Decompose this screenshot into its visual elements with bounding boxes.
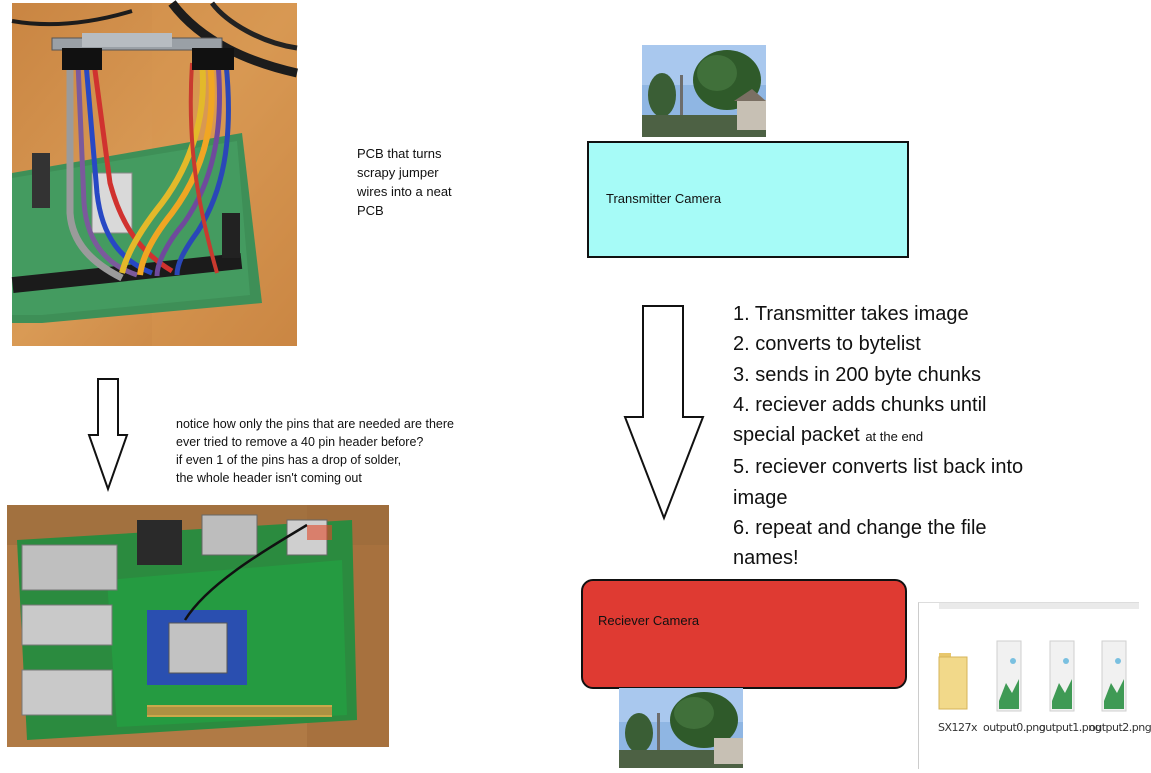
pin-note-line: the whole header isn't coming out bbox=[176, 471, 362, 485]
pin-note-line: notice how only the pins that are needed… bbox=[176, 417, 454, 431]
explorer-path-bar bbox=[939, 603, 1139, 609]
step-4-continued: special packet at the end bbox=[733, 420, 1133, 452]
step-4-special-packet: special packet bbox=[733, 424, 860, 447]
folder-icon[interactable] bbox=[938, 649, 968, 714]
jumper-wires-photo bbox=[11, 0, 298, 346]
transmitter-camera-label: Transmitter Camera bbox=[606, 191, 722, 206]
step-3: 3. sends in 200 byte chunks bbox=[733, 363, 981, 386]
transmitter-camera-box: Transmitter Camera bbox=[587, 141, 909, 258]
step-5-continued: image bbox=[733, 486, 788, 509]
down-arrow-left bbox=[87, 378, 129, 493]
step-6-continued: names! bbox=[733, 547, 799, 570]
image-file-icon[interactable] bbox=[1049, 640, 1075, 716]
file-label-output0: output0.png bbox=[983, 721, 1046, 734]
pcb-note-line: wires into a neat bbox=[357, 184, 452, 199]
file-label-sx127x: SX127x bbox=[938, 721, 978, 734]
pcb-note-line: PCB bbox=[357, 203, 384, 218]
custom-pcb-photo bbox=[7, 505, 389, 747]
received-image-photo bbox=[619, 688, 743, 768]
step-1: 1. Transmitter takes image bbox=[733, 303, 969, 325]
pcb-note-line: scrapy jumper bbox=[357, 165, 439, 180]
file-label-output2: output2.png bbox=[1089, 721, 1151, 734]
pcb-note: PCB that turns scrapy jumper wires into … bbox=[357, 144, 497, 220]
step-4: 4. reciever adds chunks until bbox=[733, 393, 987, 416]
image-file-icon[interactable] bbox=[996, 640, 1022, 716]
file-explorer-panel: SX127x output0.png output1.png output2.p… bbox=[918, 602, 1151, 769]
down-arrow-center bbox=[623, 305, 705, 521]
step-5: 5. reciever converts list back into bbox=[733, 456, 1024, 479]
step-4-at-the-end: at the end bbox=[865, 429, 924, 445]
file-label-output1: output1.png bbox=[1039, 721, 1102, 734]
pin-note: notice how only the pins that are needed… bbox=[176, 415, 536, 487]
receiver-camera-label: Reciever Camera bbox=[598, 613, 700, 628]
pin-note-line: ever tried to remove a 40 pin header bef… bbox=[176, 435, 424, 449]
step-2: 2. converts to bytelist bbox=[733, 333, 921, 356]
transmitter-image-photo bbox=[642, 45, 766, 137]
pcb-note-line: PCB that turns bbox=[357, 146, 442, 161]
pin-note-line: if even 1 of the pins has a drop of sold… bbox=[176, 453, 402, 467]
image-file-icon[interactable] bbox=[1101, 640, 1127, 716]
process-steps: 1. Transmitter takes image 2. converts t… bbox=[733, 299, 1133, 574]
step-6: 6. repeat and change the file bbox=[733, 517, 987, 540]
receiver-camera-box: Reciever Camera bbox=[581, 579, 907, 689]
